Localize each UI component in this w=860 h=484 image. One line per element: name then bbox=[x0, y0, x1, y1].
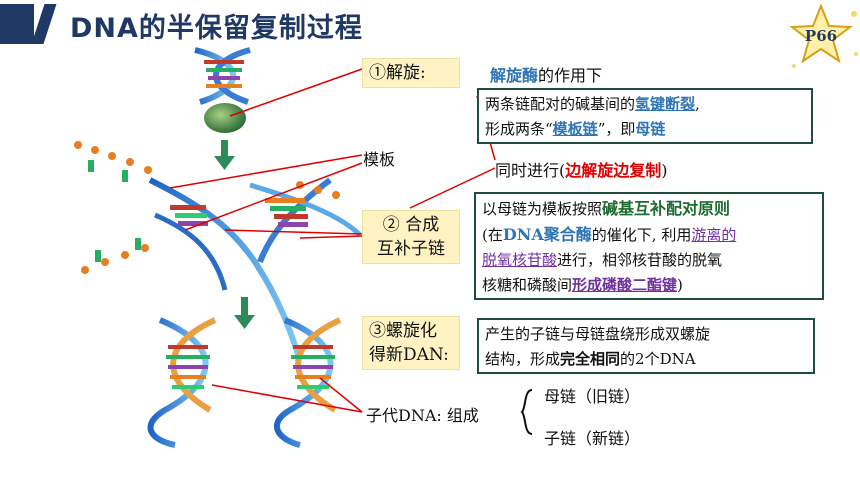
deoxynucleotide-term: 脱氧核苷酸 bbox=[482, 251, 558, 269]
unwind-line1-suffix: , bbox=[695, 95, 700, 113]
page-title: DNA的半保留复制过程 bbox=[70, 13, 363, 44]
title-bar-decoration bbox=[0, 0, 72, 48]
template-strand-term: 模板链 bbox=[552, 120, 598, 138]
old-strand-label: 母链（旧链） bbox=[544, 387, 641, 406]
step-spiral-line2: 得新DAN: bbox=[369, 345, 449, 365]
synthesis-line2-prefix: (在 bbox=[482, 226, 503, 244]
synthesis-note-box: 以母链为模板按照碱基互补配对原则 (在DNA聚合酶的催化下, 利用游离的 脱氧核… bbox=[474, 192, 824, 300]
synthesis-line3: 脱氧核苷酸进行，相邻核苷酸的脱氧 bbox=[482, 248, 816, 273]
brace-icon bbox=[520, 389, 533, 435]
unwind-note-box: 两条链配对的碱基间的氢键断裂, 形成两条“模板链”，即母链 bbox=[477, 88, 813, 144]
new-strand-label: 子链（新链） bbox=[544, 429, 641, 448]
step-synthesis-label: ② 合成 互补子链 bbox=[362, 210, 460, 264]
simultaneous-note: 同时进行(边解旋边复制) bbox=[495, 157, 668, 181]
unwind-enzyme-line: 解旋酶的作用下 bbox=[490, 62, 602, 86]
base-pairing-term: 碱基互补配对原则 bbox=[602, 199, 731, 218]
synthesis-line2: (在DNA聚合酶的催化下, 利用游离的 bbox=[482, 222, 816, 248]
page-badge: P66 bbox=[789, 3, 860, 74]
helicase-enzyme bbox=[204, 103, 246, 133]
synthesis-line2-mid: 的催化下, 利用 bbox=[591, 226, 692, 244]
unwind-line1-prefix: 两条链配对的碱基间的 bbox=[485, 95, 636, 113]
synthesis-line3-suffix: 进行，相邻核苷酸的脱氧 bbox=[557, 251, 723, 269]
daughter-dna-left bbox=[147, 317, 217, 448]
step-unwind-text: ①解旋: bbox=[369, 63, 426, 83]
simultaneous-suffix: ) bbox=[661, 161, 668, 180]
phosphodiester-term: 形成磷酸二酯键 bbox=[572, 276, 678, 294]
hydrogen-bond-term: 氢键断裂 bbox=[635, 95, 696, 113]
unwind-line2-mid: ”，即 bbox=[597, 120, 636, 138]
step-spiral-label: ③螺旋化 得新DAN: bbox=[362, 316, 460, 370]
unwind-note-line2: 形成两条“模板链”，即母链 bbox=[485, 117, 805, 142]
synthesis-line1: 以母链为模板按照碱基互补配对原则 bbox=[482, 196, 816, 222]
replication-fork bbox=[74, 141, 362, 361]
synthesis-line4: 核糖和磷酸间形成磷酸二酯键) bbox=[482, 273, 816, 298]
identical-term: 完全相同 bbox=[560, 350, 621, 368]
step-synthesis-line1: ② 合成 bbox=[382, 215, 440, 235]
dna-polymerase-term: DNA聚合酶 bbox=[502, 225, 592, 244]
step-spiral-line1: ③螺旋化 bbox=[369, 321, 437, 341]
unwind-line2-prefix: 形成两条“ bbox=[485, 120, 553, 138]
daughter-dna-right bbox=[274, 317, 342, 448]
synthesis-line1-prefix: 以母链为模板按照 bbox=[482, 200, 603, 218]
offspring-dna-label: 子代DNA: 组成 bbox=[366, 406, 479, 425]
spiral-line2: 结构，形成完全相同的2个DNA bbox=[485, 347, 807, 372]
step-synthesis-line2: 互补子链 bbox=[377, 239, 445, 259]
helicase-term: 解旋酶 bbox=[490, 66, 539, 85]
spiral-line1: 产生的子链与母链盘绕形成双螺旋 bbox=[485, 325, 711, 343]
template-label: 模板 bbox=[363, 150, 396, 169]
unwind-note-line1: 两条链配对的碱基间的氢键断裂, bbox=[485, 92, 805, 117]
spiral-line2-suffix: 的2个DNA bbox=[620, 350, 696, 368]
spiral-line2-prefix: 结构，形成 bbox=[485, 350, 561, 368]
synthesis-line4-suffix: ) bbox=[677, 276, 683, 294]
connector-lines bbox=[169, 68, 496, 413]
parent-dna-helix bbox=[194, 47, 251, 105]
enzyme-suffix: 的作用下 bbox=[538, 66, 603, 85]
star-icon bbox=[789, 3, 858, 68]
parent-strand-term: 母链 bbox=[635, 120, 666, 138]
step-unwind-label: ①解旋: bbox=[362, 58, 460, 88]
simultaneous-prefix: 同时进行( bbox=[495, 161, 566, 180]
unwind-while-replicate-term: 边解旋边复制 bbox=[565, 161, 662, 180]
synthesis-line4-prefix: 核糖和磷酸间 bbox=[482, 276, 573, 294]
free-term: 游离的 bbox=[691, 226, 737, 244]
down-arrow-2 bbox=[234, 297, 255, 329]
page-badge-label: P66 bbox=[804, 27, 838, 45]
down-arrow-1 bbox=[214, 140, 235, 170]
spiral-note-box: 产生的子链与母链盘绕形成双螺旋 结构，形成完全相同的2个DNA bbox=[477, 318, 815, 374]
